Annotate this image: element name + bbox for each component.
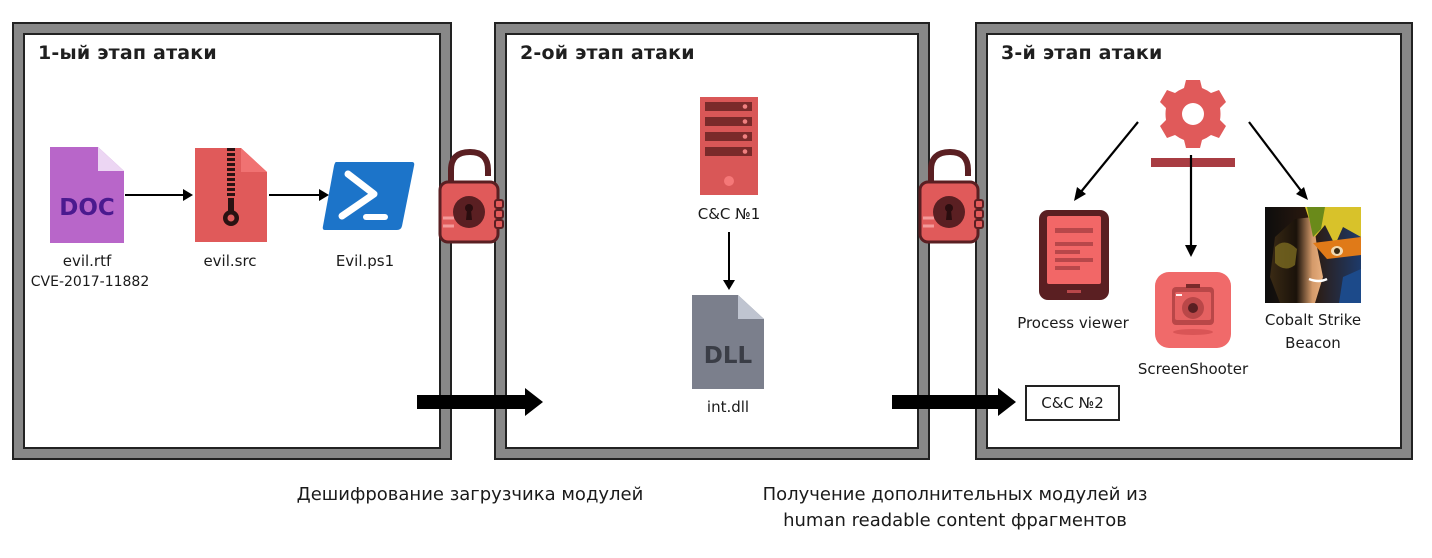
gear-icon	[1148, 78, 1238, 168]
process-viewer-label: Process viewer	[1017, 314, 1129, 332]
ebook-reader-icon	[1039, 210, 1109, 302]
evil-ps1-label: Evil.ps1	[335, 252, 395, 270]
doc-file-icon: DOC	[50, 147, 124, 243]
dll-file-icon: DLL	[692, 295, 764, 389]
transition-2-caption-line-1: Получение дополнительных модулей из	[762, 484, 1148, 505]
cobalt-strike-label-line-2: Beacon	[1285, 334, 1341, 352]
arrow-zip-to-ps	[269, 188, 331, 202]
evil-rtf-label: evil.rtf	[62, 252, 112, 270]
doc-badge: DOC	[59, 195, 115, 221]
arrows-from-gear	[1060, 115, 1320, 265]
stage-1-title: 1-ый этап атаки	[38, 42, 217, 64]
server-icon	[700, 97, 758, 195]
beacon-avatar-icon	[1265, 207, 1361, 303]
cc2-box: C&C №2	[1025, 385, 1120, 421]
transition-1-arrow	[417, 388, 545, 422]
stage-3-title: 3-й этап атаки	[1001, 42, 1163, 64]
stage-2-title: 2-ой этап атаки	[520, 42, 695, 64]
cc1-label: C&C №1	[697, 205, 761, 223]
int-dll-label: int.dll	[706, 398, 750, 416]
unlocked-padlock-icon	[918, 148, 984, 248]
transition-2-caption-line-2: human readable content фрагментов	[783, 510, 1127, 531]
stage-2-panel: 2-ой этап атаки	[494, 22, 930, 460]
zip-archive-icon	[195, 148, 267, 242]
transition-2-arrow	[892, 388, 1020, 422]
transition-1-caption: Дешифрование загрузчика модулей	[296, 484, 644, 505]
cve-label: CVE-2017-11882	[30, 274, 150, 290]
powershell-icon	[322, 162, 415, 230]
camera-icon	[1155, 272, 1231, 348]
arrow-doc-to-zip	[125, 188, 195, 202]
unlocked-padlock-icon	[438, 148, 504, 248]
screenshooter-label: ScreenShooter	[1137, 360, 1249, 378]
evil-src-label: evil.src	[203, 252, 257, 270]
dll-badge: DLL	[704, 343, 753, 369]
cobalt-strike-label-line-1: Cobalt Strike	[1264, 311, 1362, 329]
arrow-server-to-dll	[722, 232, 736, 292]
